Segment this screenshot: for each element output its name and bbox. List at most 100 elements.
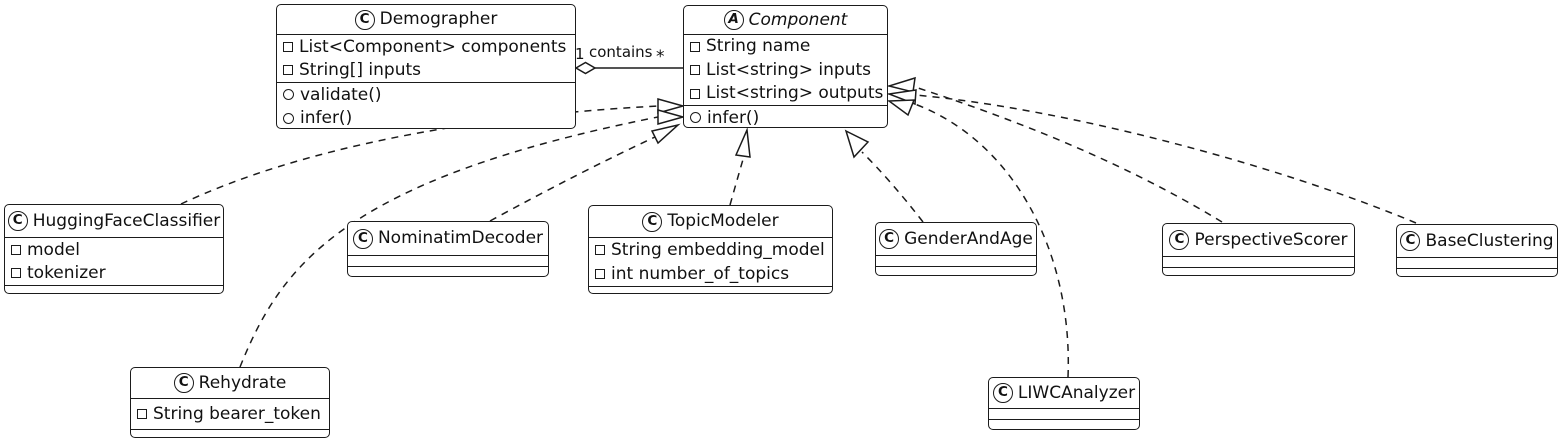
class-name: HuggingFaceClassifier: [32, 210, 221, 231]
class-name: Demographer: [379, 9, 498, 30]
attribute-text: tokenizer: [27, 263, 106, 284]
class-box-huggingfaceclassifier: C HuggingFaceClassifier model tokenizer: [4, 204, 224, 294]
attributes-compartment: String name List<string> inputs List<str…: [684, 34, 887, 105]
attribute-row: String name: [684, 35, 887, 59]
class-name: Rehydrate: [198, 372, 287, 393]
methods-compartment: [348, 266, 548, 276]
attributes-compartment: [348, 255, 548, 266]
class-name: Component: [748, 9, 848, 30]
class-box-topicmodeler: C TopicModeler String embedding_model in…: [588, 205, 833, 294]
attributes-compartment: [989, 408, 1139, 419]
realization-arrow-icon: [886, 99, 916, 117]
methods-compartment: [5, 285, 223, 293]
realization-arrow-icon: [886, 76, 916, 93]
attribute-row: List<string> outputs: [684, 82, 887, 106]
class-name: TopicModeler: [667, 211, 779, 232]
realization-edge-genderandage: [861, 151, 924, 223]
methods-compartment: [1163, 267, 1354, 275]
field-icon: [690, 88, 700, 99]
realization-arrow-icon: [734, 127, 751, 158]
attribute-row: String[] inputs: [277, 59, 575, 83]
attribute-text: model: [27, 239, 80, 260]
realization-arrow-icon: [657, 109, 686, 125]
methods-compartment: [131, 429, 329, 437]
method-row: infer(): [684, 106, 887, 130]
class-box-rehydrate: C Rehydrate String bearer_token: [130, 367, 330, 438]
class-name: LIWCAnalyzer: [1017, 382, 1136, 403]
field-icon: [137, 409, 147, 419]
class-icon: C: [879, 229, 900, 249]
attributes-compartment: String bearer_token: [131, 398, 329, 429]
class-box-baseclustering: C BaseClustering: [1396, 224, 1558, 277]
realization-edge-topicmodeler: [729, 155, 745, 206]
class-icon: C: [352, 228, 373, 249]
realization-arrow-icon: [844, 129, 870, 159]
class-icon: C: [7, 211, 28, 231]
field-icon: [690, 65, 700, 75]
abstract-class-icon: A: [723, 10, 744, 30]
attribute-text: int number_of_topics: [611, 263, 790, 284]
class-box-demographer: C Demographer List<Component> components…: [276, 4, 576, 129]
association-label: contains: [589, 43, 653, 61]
attribute-text: String[] inputs: [299, 60, 421, 81]
realization-edge-rehydrate: [239, 116, 659, 368]
class-title: C LIWCAnalyzer: [989, 378, 1139, 408]
association-multiplicity-source: 1: [575, 45, 585, 63]
field-icon: [283, 41, 293, 52]
class-box-component: A Component String name List<string> inp…: [683, 5, 888, 128]
attribute-text: List<Component> components: [299, 36, 567, 57]
methods-compartment: [1397, 268, 1557, 276]
realization-edge-baseclustering: [914, 94, 1417, 224]
method-row: validate(): [277, 83, 575, 107]
attributes-compartment: List<Component> components String[] inpu…: [277, 34, 575, 82]
class-box-liwcanalyzer: C LIWCAnalyzer: [988, 377, 1140, 430]
attributes-compartment: String embedding_model int number_of_top…: [589, 237, 832, 286]
realization-arrow-icon: [657, 98, 686, 114]
class-title: A Component: [684, 6, 887, 34]
class-icon: C: [354, 9, 375, 30]
attribute-text: String name: [706, 36, 811, 57]
class-name: PerspectiveScorer: [1194, 229, 1348, 250]
attribute-row: List<string> inputs: [684, 58, 887, 82]
class-title: C BaseClustering: [1397, 225, 1557, 257]
attributes-compartment: [1397, 257, 1557, 268]
realization-arrow-icon: [650, 123, 681, 145]
methods-compartment: validate() infer(): [277, 82, 575, 130]
class-icon: C: [992, 383, 1013, 403]
class-name: BaseClustering: [1425, 230, 1554, 251]
class-title: C PerspectiveScorer: [1163, 224, 1354, 256]
class-icon: C: [173, 373, 194, 393]
realization-edge-huggingface: [180, 105, 659, 205]
attribute-row: String bearer_token: [131, 402, 329, 426]
attributes-compartment: [1163, 256, 1354, 267]
class-name: GenderAndAge: [904, 228, 1033, 249]
class-icon: C: [642, 211, 663, 232]
method-text: infer(): [300, 108, 353, 129]
method-icon: [690, 112, 701, 124]
methods-compartment: [876, 266, 1036, 275]
field-icon: [11, 244, 21, 255]
class-title: C Demographer: [277, 5, 575, 34]
methods-compartment: [589, 286, 832, 293]
attribute-row: model: [5, 238, 223, 262]
method-text: infer(): [707, 107, 760, 128]
attribute-row: List<Component> components: [277, 35, 575, 59]
attribute-text: List<string> outputs: [706, 83, 884, 104]
attributes-compartment: [876, 255, 1036, 266]
class-box-nominatimdecoder: C NominatimDecoder: [347, 221, 549, 277]
realization-edge-perspectivescorer: [914, 86, 1223, 223]
class-name: NominatimDecoder: [377, 228, 544, 249]
class-title: C GenderAndAge: [876, 223, 1036, 255]
method-icon: [283, 89, 294, 101]
attribute-text: List<string> inputs: [706, 59, 871, 80]
field-icon: [283, 65, 293, 76]
attribute-row: tokenizer: [5, 262, 223, 286]
method-text: validate(): [300, 84, 382, 105]
methods-compartment: infer(): [684, 105, 887, 130]
class-box-perspectivescorer: C PerspectiveScorer: [1162, 223, 1355, 276]
attribute-row: String embedding_model: [589, 239, 832, 263]
field-icon: [690, 41, 700, 52]
attributes-compartment: model tokenizer: [5, 237, 223, 285]
